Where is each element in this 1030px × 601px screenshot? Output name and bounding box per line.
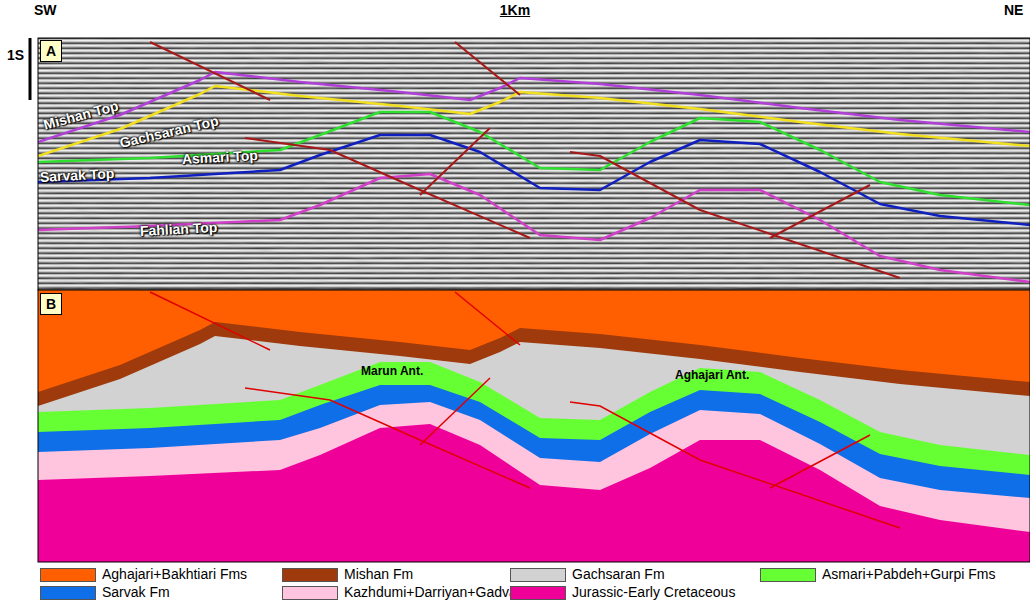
- legend-label: Aghajari+Bakhtiari Fms: [102, 567, 247, 582]
- legend-swatch: [510, 586, 566, 600]
- legend-label: Gachsaran Fm: [572, 567, 665, 582]
- panel-letter: A: [46, 43, 56, 59]
- legend-label: Sarvak Fm: [102, 585, 170, 600]
- legend-swatch: [510, 568, 566, 582]
- panel-label-box: A: [40, 40, 62, 62]
- direction-label: SW: [34, 3, 57, 18]
- scale-label: 1Km: [500, 3, 530, 18]
- legend-swatch: [40, 586, 96, 600]
- panel-letter: B: [46, 296, 56, 312]
- panel-label-box: B: [40, 293, 62, 315]
- legend-swatch: [282, 568, 338, 582]
- legend-swatch: [40, 568, 96, 582]
- legend-swatch: [282, 586, 338, 600]
- legend-label: Jurassic-Early Cretaceous: [572, 585, 735, 600]
- legend-label: Mishan Fm: [344, 567, 413, 582]
- anticline-label: Aghajari Ant.: [675, 369, 749, 382]
- legend-label: Asmari+Pabdeh+Gurpi Fms: [822, 567, 996, 582]
- legend-swatch: [760, 568, 816, 582]
- direction-label: NE: [1004, 3, 1023, 18]
- time-scale-label: 1S: [7, 48, 24, 63]
- anticline-label: Marun Ant.: [361, 365, 423, 378]
